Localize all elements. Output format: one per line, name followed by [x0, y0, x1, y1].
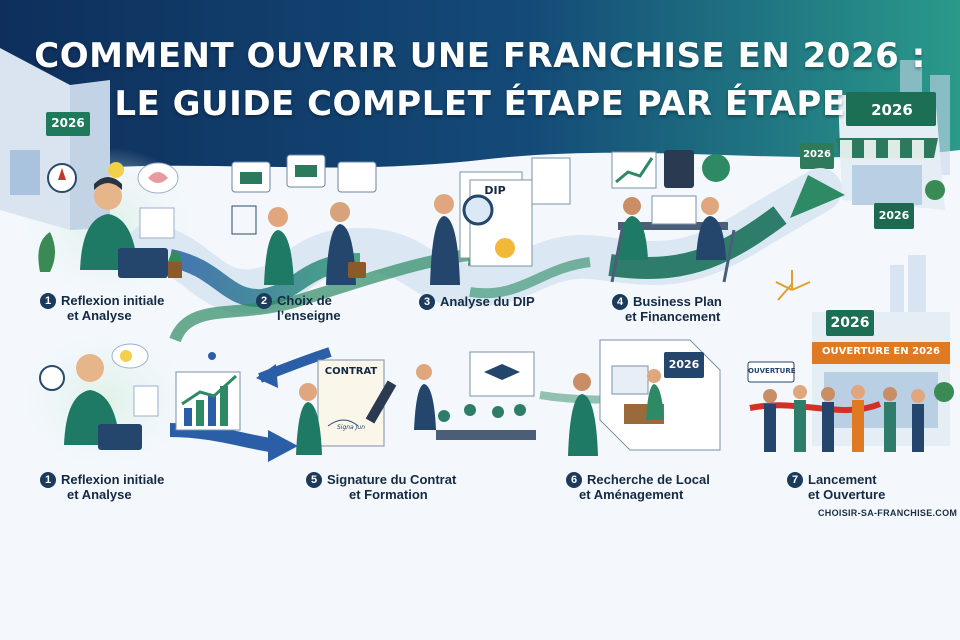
local-sign: 2026 — [668, 358, 700, 371]
building-right-small-sign: 2026 — [803, 149, 831, 160]
arrow-head-low — [268, 430, 298, 462]
step-number-badge: 2 — [256, 293, 272, 309]
figure-step2 — [231, 154, 377, 285]
figure-step6 — [568, 339, 721, 456]
dip-doc-label: DIP — [484, 184, 506, 197]
footer-website: CHOISIR-SA-FRANCHISE.COM — [818, 508, 958, 518]
step-title: Recherche de Local — [587, 472, 710, 487]
signature-text: Signa Jun — [336, 424, 366, 431]
path-mid — [169, 249, 471, 343]
flag-sign: 2026 — [878, 209, 910, 222]
step-title: Reflexion initiale — [61, 293, 165, 308]
figure-step7 — [747, 270, 954, 452]
step-number-badge: 7 — [787, 472, 803, 488]
step-subtitle: et Analyse — [67, 308, 132, 323]
path-low-left — [169, 423, 272, 452]
step-title: Lancement — [808, 472, 877, 487]
step-title: Business Plan — [633, 294, 722, 309]
step-number-badge: 5 — [306, 472, 322, 488]
step-subtitle: et Aménagement — [579, 487, 684, 502]
step-subtitle: et Analyse — [67, 487, 132, 502]
figure-step1-bottom — [39, 343, 241, 450]
ouverture-placard: OUVERTURE — [748, 367, 796, 375]
building-right-sign: 2026 — [871, 101, 913, 119]
figure-step1 — [38, 162, 182, 278]
step-title: Choix de — [277, 293, 332, 308]
step-subtitle: et Ouverture — [808, 487, 886, 502]
figure-step5 — [296, 351, 536, 455]
step-subtitle: et Financement — [625, 309, 721, 324]
building-right — [800, 92, 945, 229]
arrow-head-top — [790, 175, 845, 218]
figure-step4 — [610, 150, 736, 283]
step-title: Reflexion initiale — [61, 472, 165, 487]
step-title: Signature du Contrat — [327, 472, 457, 487]
step-title: Analyse du DIP — [440, 294, 535, 309]
step-number-badge: 1 — [40, 293, 56, 309]
store-sign: 2026 — [830, 315, 870, 331]
step-number-badge: 3 — [419, 294, 435, 310]
page-title-line1: COMMENT OUVRIR UNE FRANCHISE EN 2026 : — [34, 36, 926, 76]
step-subtitle: et Formation — [349, 487, 428, 502]
figure-step3 — [430, 157, 571, 285]
step-number-badge: 4 — [612, 294, 628, 310]
building-left-sign: 2026 — [51, 116, 85, 130]
step-number-badge: 1 — [40, 472, 56, 488]
page-title-line2: LE GUIDE COMPLET ÉTAPE PAR ÉTAPE — [114, 84, 846, 124]
step-subtitle: l’enseigne — [277, 308, 341, 323]
contrat-doc-label: CONTRAT — [324, 366, 378, 377]
step-number-badge: 6 — [566, 472, 582, 488]
step-3-label: 3 Analyse du DIP — [419, 294, 535, 310]
header-band — [0, 0, 960, 180]
store-banner: OUVERTURE EN 2026 — [822, 346, 940, 357]
